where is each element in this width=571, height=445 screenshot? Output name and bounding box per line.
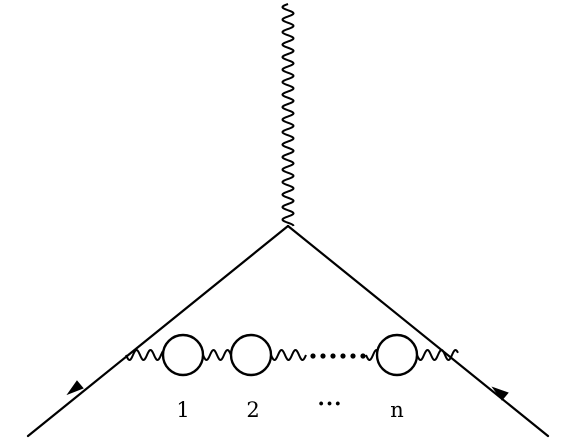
internal-photon-segment-1 [125,348,164,362]
internal-photon-segment-3 [270,348,307,362]
loop-label-n: n [390,398,404,422]
ellipsis-dots [310,353,366,359]
internal-photon-segment-2 [202,348,232,362]
loop-label-2: 2 [246,398,259,422]
polarization-loop-2 [229,333,273,377]
outgoing-arrow-icon [491,386,509,401]
external-photon-line [281,3,295,227]
polarization-loop-n [375,333,419,377]
incoming-arrow-icon [66,380,84,396]
loop-label-1: 1 [176,398,189,422]
polarization-loop-1 [161,333,205,377]
internal-photon-segment-4 [365,348,378,362]
internal-photon-segment-5 [416,348,459,362]
loop-label-ellipsis: ··· [318,391,343,416]
outgoing-fermion-line [286,224,550,438]
incoming-fermion-line [26,224,290,438]
